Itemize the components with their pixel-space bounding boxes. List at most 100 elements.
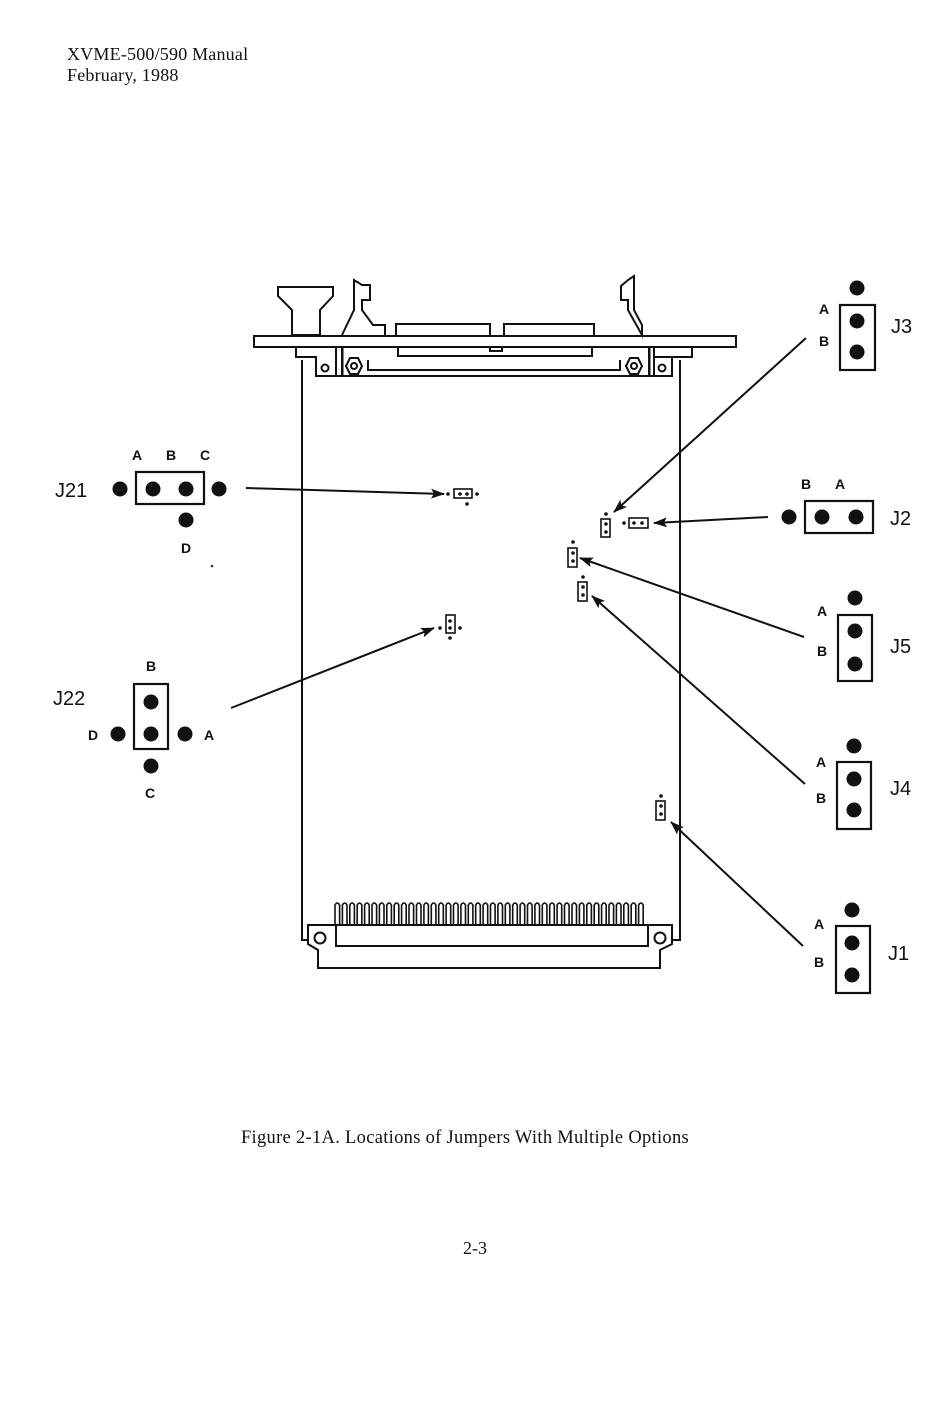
bottom-hole-right <box>653 931 667 945</box>
j21-name: J21 <box>55 480 87 502</box>
mount-hole-left <box>320 363 330 373</box>
connector-finger <box>593 902 600 925</box>
j21-label-c: C <box>200 447 210 463</box>
connector-finger <box>511 902 519 925</box>
connector-finger <box>430 902 437 925</box>
connector-finger <box>519 902 526 925</box>
onboard-j5 <box>567 540 578 568</box>
j21-label-a: A <box>132 447 142 463</box>
connector-finger <box>623 902 630 925</box>
j22-name: J22 <box>53 688 85 710</box>
connector-finger <box>400 902 407 925</box>
connector-finger <box>467 902 474 925</box>
callout-j22: J22 B D A C <box>53 658 214 801</box>
leader-arrows <box>230 337 807 947</box>
connector-finger <box>482 902 489 925</box>
connector-finger <box>504 902 511 925</box>
callout-j1: J1 A B <box>814 902 909 995</box>
page-number: 2-3 <box>463 1238 487 1258</box>
bottom-hole-left <box>313 931 327 945</box>
j1-name: J1 <box>888 943 909 965</box>
connector-finger <box>548 902 556 925</box>
right-latch <box>620 274 643 339</box>
edge-connector-fingers <box>334 902 644 925</box>
arrow-j1 <box>670 821 804 947</box>
j4-name: J4 <box>890 778 911 800</box>
connector-finger <box>437 902 445 925</box>
top-connector-lower <box>397 347 593 357</box>
panel-bracket <box>295 347 693 377</box>
connector-finger <box>526 902 533 925</box>
connector-finger <box>541 902 548 925</box>
j22-label-d: D <box>88 727 98 743</box>
j2-label-a: A <box>835 476 845 492</box>
j2-label-b: B <box>801 476 811 492</box>
connector-finger <box>371 902 378 925</box>
connector-finger <box>452 902 459 925</box>
connector-finger <box>600 902 607 925</box>
connector-finger <box>608 902 615 925</box>
onboard-j21 <box>446 488 479 506</box>
j2-name: J2 <box>890 508 911 530</box>
j22-label-b: B <box>146 658 156 674</box>
arrow-j2 <box>653 516 769 528</box>
figure-caption: Figure 2-1A. Locations of Jumpers With M… <box>0 1128 950 1149</box>
connector-finger <box>571 902 578 925</box>
connector-finger <box>497 902 504 925</box>
top-connector-right <box>503 323 595 335</box>
onboard-j3 <box>600 512 611 538</box>
onboard-j2 <box>622 517 649 529</box>
connector-finger <box>445 902 452 925</box>
arrow-j4 <box>591 595 806 785</box>
board-outline <box>301 360 681 941</box>
j5-label-a: A <box>817 603 827 619</box>
hex-nut-left <box>344 357 364 375</box>
j22-label-a: A <box>204 727 214 743</box>
j21-label-b: B <box>166 447 176 463</box>
connector-finger <box>408 902 415 925</box>
onboard-j22 <box>438 614 462 640</box>
connector-finger <box>356 902 363 925</box>
connector-finger <box>334 902 341 925</box>
j3-label-a: A <box>819 301 829 317</box>
connector-finger <box>578 902 585 925</box>
bottom-connector-body <box>307 924 673 969</box>
front-panel <box>253 335 737 348</box>
j3-name: J3 <box>891 316 912 338</box>
j5-name: J5 <box>890 636 911 658</box>
j3-label-b: B <box>819 333 829 349</box>
manual-date: February, 1988 <box>67 65 179 85</box>
connector-finger <box>615 902 622 925</box>
connector-finger <box>586 902 593 925</box>
left-handle <box>277 286 334 336</box>
arrow-j22 <box>230 627 435 709</box>
arrow-j3 <box>613 337 807 513</box>
j5-label-b: B <box>817 643 827 659</box>
j4-label-b: B <box>816 790 826 806</box>
j22-label-c: C <box>145 785 155 801</box>
arrow-j5 <box>579 557 805 638</box>
callout-j3: J3 A B <box>819 280 912 372</box>
connector-finger <box>556 902 563 925</box>
callout-j5: J5 A B <box>817 590 911 683</box>
connector-finger <box>393 902 400 925</box>
connector-finger <box>378 902 385 925</box>
figure-caption-text: Figure 2-1A. Locations of Jumpers With M… <box>240 1128 690 1148</box>
connector-finger <box>534 902 541 925</box>
callout-j21: J21 A B C D <box>55 447 227 556</box>
j1-label-a: A <box>814 916 824 932</box>
j1-label-b: B <box>814 954 824 970</box>
arrow-j21 <box>245 487 445 499</box>
onboard-jumpers <box>438 488 666 821</box>
connector-finger <box>489 902 496 925</box>
j4-label-a: A <box>816 754 826 770</box>
connector-finger <box>386 902 393 925</box>
connector-finger <box>415 902 422 925</box>
left-latch <box>341 278 386 336</box>
manual-title: XVME-500/590 Manual <box>67 44 249 64</box>
hex-nut-right <box>624 357 644 375</box>
connector-finger <box>423 902 430 925</box>
onboard-j4 <box>577 575 588 602</box>
connector-finger <box>630 902 637 925</box>
